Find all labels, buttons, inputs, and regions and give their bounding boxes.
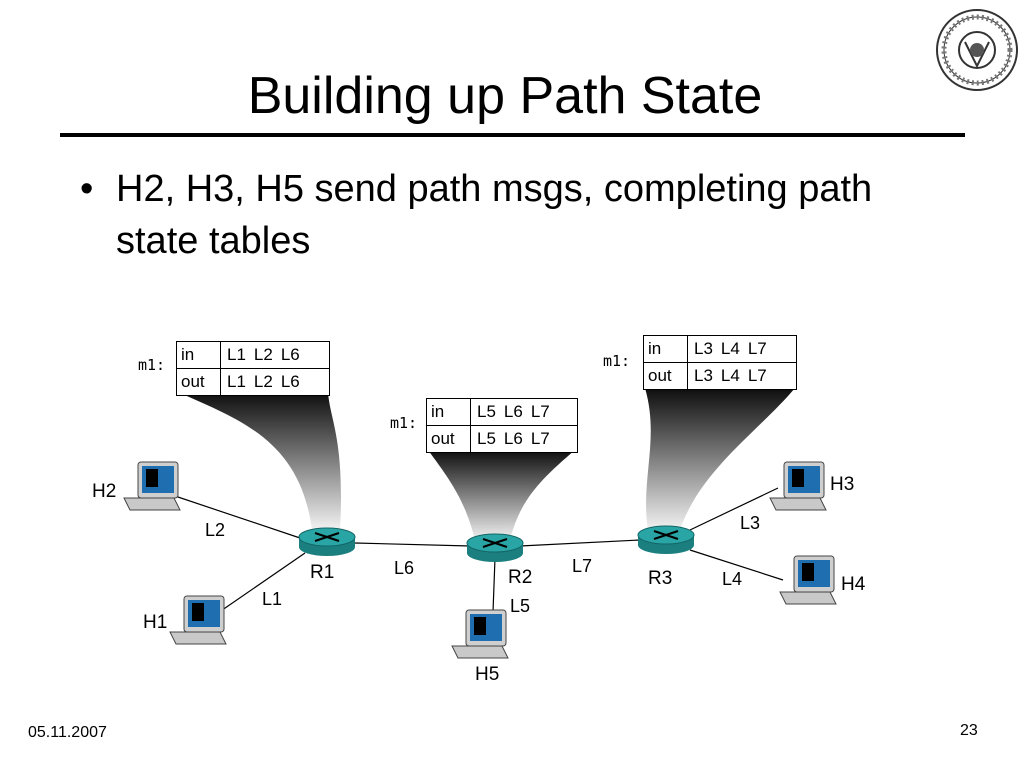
host-label-h2: H2 — [92, 481, 117, 502]
table-cell: L4 — [720, 339, 740, 358]
host-icon-h4 — [779, 555, 837, 605]
row-header: in — [427, 399, 471, 425]
path-state-table-r2: in L5 L6 L7 out L5 L6 L7 — [426, 398, 578, 453]
beam-r3 — [645, 388, 795, 530]
table-cell: L2 — [253, 372, 273, 391]
host-label-h4: H4 — [841, 574, 866, 595]
table-row-in: in L1 L2 L6 — [177, 342, 329, 368]
link-l5 — [492, 557, 496, 613]
link-label-l5: L5 — [510, 596, 531, 616]
row-header: in — [644, 336, 688, 362]
router-icon-r3 — [637, 525, 695, 554]
page-number: 23 — [960, 722, 978, 739]
footer-date: 05.11.2007 — [28, 724, 107, 741]
router-icon-r2 — [466, 533, 524, 562]
bullet-text: H2, H3, H5 send path msgs, completing pa… — [116, 168, 873, 262]
table-cell: L4 — [720, 366, 740, 385]
link-l4 — [689, 549, 784, 581]
table-cell: L6 — [280, 345, 300, 364]
beam-r1 — [178, 392, 342, 530]
table-cell: L7 — [530, 429, 550, 448]
institute-seal-logo — [936, 9, 1018, 91]
beam-r2 — [428, 450, 575, 540]
table-row-in: in L5 L6 L7 — [427, 399, 577, 425]
row-header: out — [427, 426, 471, 452]
link-label-l7: L7 — [572, 556, 593, 576]
row-header: out — [177, 369, 221, 395]
table-cell: L5 — [477, 402, 496, 421]
host-icon-h2 — [123, 461, 181, 511]
table-cell: L3 — [694, 339, 713, 358]
link-l1 — [214, 552, 306, 616]
table-cell: L2 — [253, 345, 273, 364]
link-label-l6: L6 — [394, 558, 415, 578]
table-r1-label: m1: — [138, 356, 166, 374]
row-header: in — [177, 342, 221, 368]
link-l6 — [354, 542, 471, 547]
link-label-l3: L3 — [740, 513, 761, 533]
router-label-r1: R1 — [310, 562, 335, 583]
link-label-l2: L2 — [205, 520, 226, 540]
table-row-in: in L3 L4 L7 — [644, 336, 796, 362]
host-icon-h3 — [769, 461, 827, 511]
host-icon-h5 — [451, 609, 509, 659]
link-l2 — [171, 494, 301, 539]
host-label-h5: H5 — [475, 664, 500, 685]
table-row-out: out L5 L6 L7 — [427, 425, 577, 452]
router-label-r2: R2 — [508, 567, 533, 588]
table-cell: L6 — [503, 402, 523, 421]
router-label-r3: R3 — [648, 568, 673, 589]
table-cell: L7 — [747, 366, 767, 385]
link-l7 — [519, 539, 641, 547]
link-l3 — [689, 487, 779, 531]
title-divider — [60, 133, 965, 137]
table-cell: L6 — [503, 429, 523, 448]
path-state-table-r1: in L1 L2 L6 out L1 L2 L6 — [176, 341, 330, 396]
table-r3-label: m1: — [603, 352, 631, 370]
table-cell: L1 — [227, 345, 246, 364]
table-cell: L1 — [227, 372, 246, 391]
host-icon-h1 — [169, 595, 227, 645]
table-cell: L7 — [747, 339, 767, 358]
table-row-out: out L1 L2 L6 — [177, 368, 329, 395]
host-label-h1: H1 — [143, 612, 168, 633]
row-header: out — [644, 363, 688, 389]
path-state-table-r3: in L3 L4 L7 out L3 L4 L7 — [643, 335, 797, 390]
bullet-dot: • — [80, 168, 94, 210]
slide-title: Building up Path State — [247, 67, 763, 125]
table-cell: L6 — [280, 372, 300, 391]
router-icon-r1 — [298, 527, 356, 556]
table-row-out: out L3 L4 L7 — [644, 362, 796, 389]
table-cell: L5 — [477, 429, 496, 448]
host-label-h3: H3 — [830, 474, 855, 495]
table-r2-label: m1: — [390, 414, 418, 432]
link-label-l1: L1 — [262, 589, 283, 609]
link-label-l4: L4 — [722, 569, 743, 589]
table-cell: L3 — [694, 366, 713, 385]
table-cell: L7 — [530, 402, 550, 421]
